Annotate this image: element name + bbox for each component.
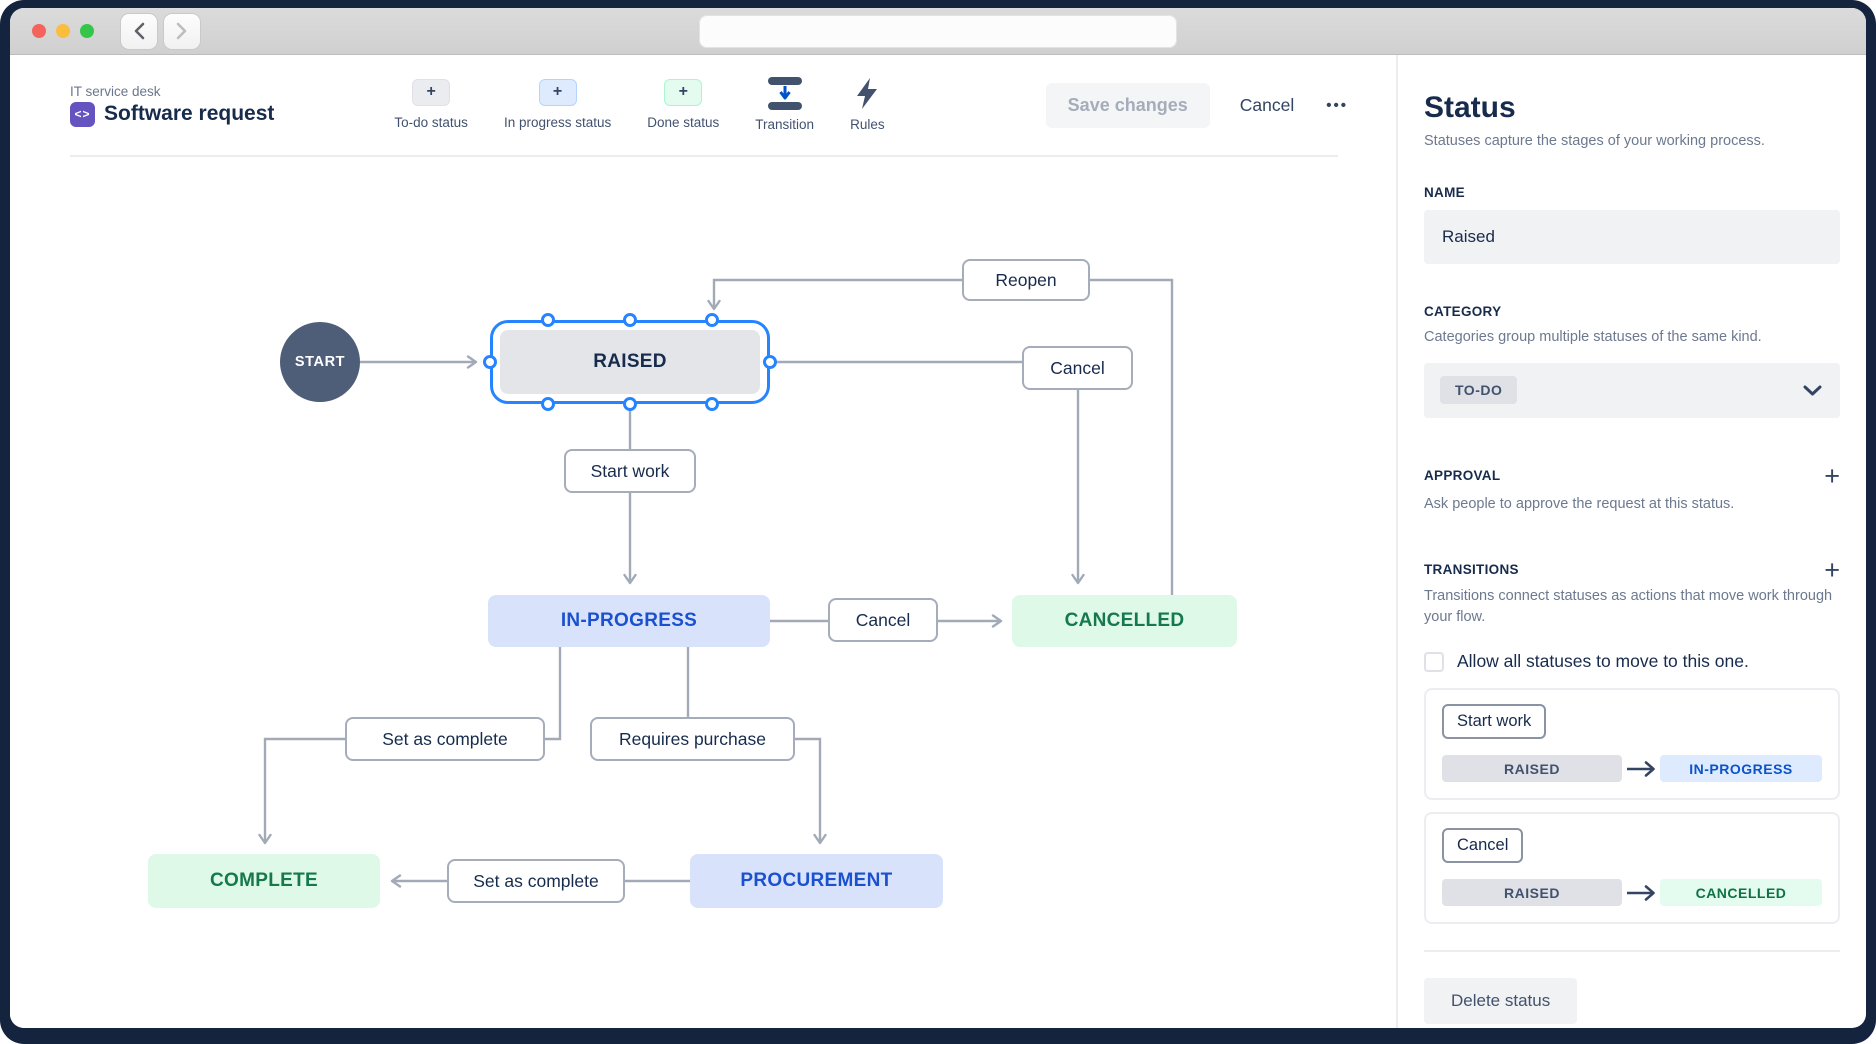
plus-icon: + <box>538 78 577 106</box>
to-status-badge: IN-PROGRESS <box>1660 755 1822 782</box>
add-inprogress-status-button[interactable]: + In progress status <box>503 78 612 130</box>
resize-handle[interactable] <box>623 397 637 411</box>
resize-handle[interactable] <box>705 397 719 411</box>
edge-reopen <box>707 278 1174 595</box>
node-complete[interactable]: COMPLETE <box>148 854 380 908</box>
chevron-right-icon <box>176 22 187 40</box>
editor-toolbar: IT service desk <> Software request + To… <box>10 55 1396 155</box>
back-button[interactable] <box>120 12 158 50</box>
transition-label-cancel-top[interactable]: Cancel <box>1022 346 1133 390</box>
transition-action-button[interactable]: Start work <box>1442 704 1547 739</box>
add-todo-status-button[interactable]: + To-do status <box>394 78 468 130</box>
rules-button[interactable]: Rules <box>850 77 885 132</box>
delete-status-button[interactable]: Delete status <box>1424 978 1578 1024</box>
traffic-lights <box>32 24 94 38</box>
node-raised[interactable]: RAISED <box>500 330 760 394</box>
transition-label: Transition <box>755 116 815 132</box>
close-button[interactable] <box>32 24 46 38</box>
sidebar-divider <box>1424 950 1840 952</box>
resize-handle[interactable] <box>541 397 555 411</box>
category-section-label: CATEGORY <box>1424 304 1502 319</box>
edge-cancel-raised-to-cancelled <box>770 360 1085 585</box>
resize-handle[interactable] <box>763 355 777 369</box>
category-selected-badge: TO-DO <box>1440 376 1518 405</box>
arrow-right-icon <box>1627 884 1655 901</box>
zoom-button[interactable] <box>80 24 94 38</box>
transitions-section-label: TRANSITIONS <box>1424 562 1519 577</box>
header-divider <box>70 155 1338 157</box>
transition-label-reopen[interactable]: Reopen <box>962 259 1090 301</box>
node-procurement[interactable]: PROCUREMENT <box>690 854 943 908</box>
approval-description: Ask people to approve the request at thi… <box>1424 495 1735 512</box>
project-breadcrumb-block: IT service desk <> Software request <box>70 84 274 127</box>
allow-all-label: Allow all statuses to move to this one. <box>1457 651 1749 671</box>
app-window: IT service desk <> Software request + To… <box>10 8 1866 1028</box>
node-cancelled[interactable]: CANCELLED <box>1012 595 1237 647</box>
add-todo-status-label: To-do status <box>394 114 468 130</box>
transition-card: Start work RAISED IN-PROGRESS <box>1424 688 1840 800</box>
chevron-left-icon <box>134 22 145 40</box>
panel-title: Status <box>1424 91 1516 124</box>
transition-label-start-work[interactable]: Start work <box>564 449 696 493</box>
cancel-button[interactable]: Cancel <box>1239 94 1295 115</box>
transition-icon <box>767 76 802 110</box>
arrow-right-icon <box>1627 760 1655 777</box>
transition-label-cancel-mid[interactable]: Cancel <box>828 598 938 642</box>
address-bar[interactable] <box>699 15 1177 48</box>
node-start[interactable]: START <box>280 322 360 402</box>
workflow-canvas[interactable]: Reopen Cancel Start work Cancel Set as c… <box>10 157 1396 1028</box>
page-title: Software request <box>104 102 275 125</box>
lightning-bolt-icon <box>855 77 879 109</box>
resize-handle[interactable] <box>623 313 637 327</box>
add-approval-button[interactable]: + <box>1824 460 1840 491</box>
from-status-badge: RAISED <box>1442 879 1622 906</box>
panel-subtitle: Statuses capture the stages of your work… <box>1424 133 1765 149</box>
category-description: Categories group multiple statuses of th… <box>1424 329 1762 345</box>
titlebar <box>10 8 1866 55</box>
transitions-description: Transitions connect statuses as actions … <box>1424 587 1833 626</box>
resize-handle[interactable] <box>705 313 719 327</box>
save-changes-button[interactable]: Save changes <box>1045 82 1210 128</box>
plus-icon: + <box>664 78 703 106</box>
to-status-badge: CANCELLED <box>1660 879 1822 906</box>
transition-card: Cancel RAISED CANCELLED <box>1424 812 1840 924</box>
add-transition-button[interactable]: Transition <box>755 76 815 132</box>
name-section-label: NAME <box>1424 185 1465 200</box>
status-panel: Status Statuses capture the stages of yo… <box>1396 55 1866 1028</box>
status-name-input[interactable]: Raised <box>1424 210 1840 264</box>
add-done-status-label: Done status <box>647 114 720 130</box>
rules-label: Rules <box>850 116 885 132</box>
breadcrumb: IT service desk <box>70 83 161 99</box>
project-icon: <> <box>70 101 95 127</box>
add-transition-button-sidebar[interactable]: + <box>1824 554 1840 585</box>
node-in-progress[interactable]: IN-PROGRESS <box>488 595 770 647</box>
transition-label-set-as-complete-lower[interactable]: Set as complete <box>447 859 625 903</box>
chevron-down-icon <box>1803 385 1822 396</box>
approval-section-label: APPROVAL <box>1424 468 1501 484</box>
resize-handle[interactable] <box>483 355 497 369</box>
allow-all-checkbox[interactable] <box>1424 651 1444 672</box>
from-status-badge: RAISED <box>1442 755 1622 782</box>
category-dropdown[interactable]: TO-DO <box>1424 362 1840 418</box>
transition-action-button[interactable]: Cancel <box>1442 828 1524 863</box>
resize-handle[interactable] <box>541 313 555 327</box>
forward-button[interactable] <box>163 12 201 50</box>
more-menu-button[interactable]: ••• <box>1326 96 1348 114</box>
minimize-button[interactable] <box>56 24 70 38</box>
add-inprogress-status-label: In progress status <box>503 114 612 130</box>
transition-label-set-as-complete-upper[interactable]: Set as complete <box>345 717 545 761</box>
plus-icon: + <box>412 78 451 106</box>
add-done-status-button[interactable]: + Done status <box>647 78 720 130</box>
transition-label-requires-purchase[interactable]: Requires purchase <box>590 717 795 761</box>
